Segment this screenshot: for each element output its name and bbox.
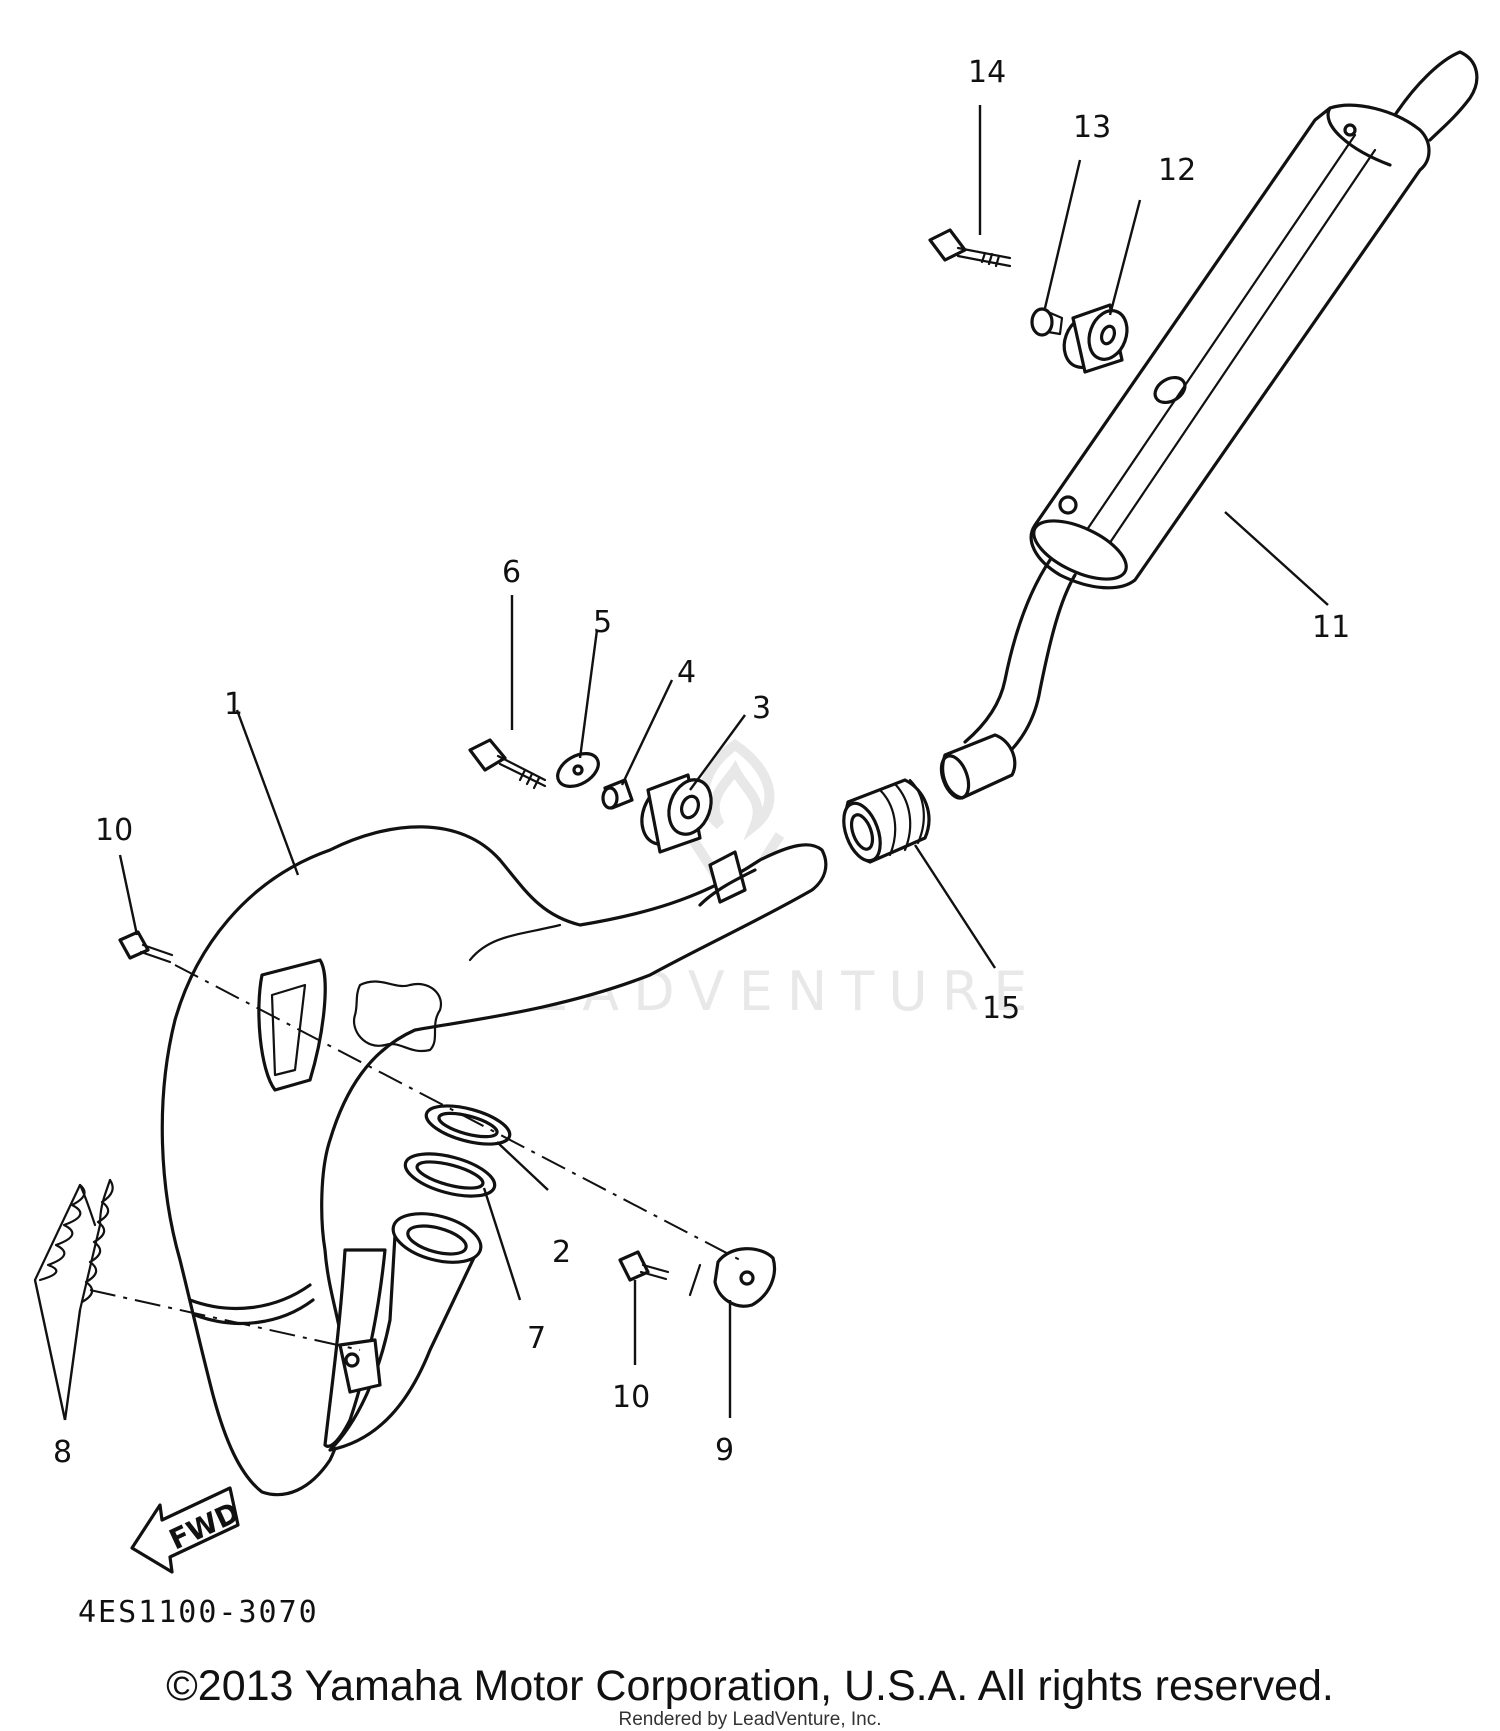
callout-5: 5: [593, 605, 612, 640]
alignment-lines: [89, 964, 741, 1351]
callout-9: 9: [715, 1433, 734, 1468]
part-9-bracket[interactable]: [688, 1247, 776, 1308]
part-2-gasket[interactable]: [422, 1098, 513, 1151]
part-10-bolt-upper[interactable]: [118, 930, 174, 964]
rendered-by-notice: Rendered by LeadVenture, Inc.: [618, 1709, 882, 1730]
part-4-collar[interactable]: [601, 778, 634, 810]
part-8-springs[interactable]: [33, 1178, 114, 1312]
part-15-joint[interactable]: [837, 778, 931, 866]
part-1-exhaust-pipe[interactable]: [160, 825, 828, 1497]
part-3-damper[interactable]: [634, 773, 718, 854]
callout-15: 15: [982, 991, 1020, 1026]
part-5-washer[interactable]: [552, 747, 604, 793]
callout-6: 6: [502, 555, 521, 590]
diagram-code: 4ES1100-3070: [78, 1595, 319, 1630]
part-6-bolt[interactable]: [468, 738, 547, 790]
callout-13: 13: [1073, 110, 1111, 145]
part-10-bolt-lower[interactable]: [618, 1250, 670, 1282]
callout-4: 4: [677, 655, 696, 690]
callout-3: 3: [752, 691, 771, 726]
part-12-damper[interactable]: [1057, 303, 1133, 374]
callout-8: 8: [53, 1435, 72, 1470]
callout-2: 2: [552, 1235, 571, 1270]
callout-1: 1: [224, 687, 243, 722]
copyright-notice: ©2013 Yamaha Motor Corporation, U.S.A. A…: [166, 1662, 1334, 1710]
part-11-muffler[interactable]: [936, 50, 1479, 802]
callout-12: 12: [1158, 153, 1196, 188]
fwd-arrow-icon: FWD: [130, 1486, 244, 1574]
callout-7: 7: [527, 1321, 546, 1356]
callouts: 1 2 3 4 5 6 7 8 9 10 10 11 12 13 14 15: [53, 55, 1350, 1470]
leader-lines: [33, 105, 1329, 1421]
part-7-gasket[interactable]: [401, 1146, 499, 1205]
callout-10b: 10: [612, 1380, 650, 1415]
callout-11: 11: [1312, 610, 1350, 645]
callout-10a: 10: [95, 813, 133, 848]
part-13-collar[interactable]: [1030, 307, 1064, 337]
part-14-bolt[interactable]: [928, 228, 1012, 268]
callout-14: 14: [968, 55, 1006, 90]
